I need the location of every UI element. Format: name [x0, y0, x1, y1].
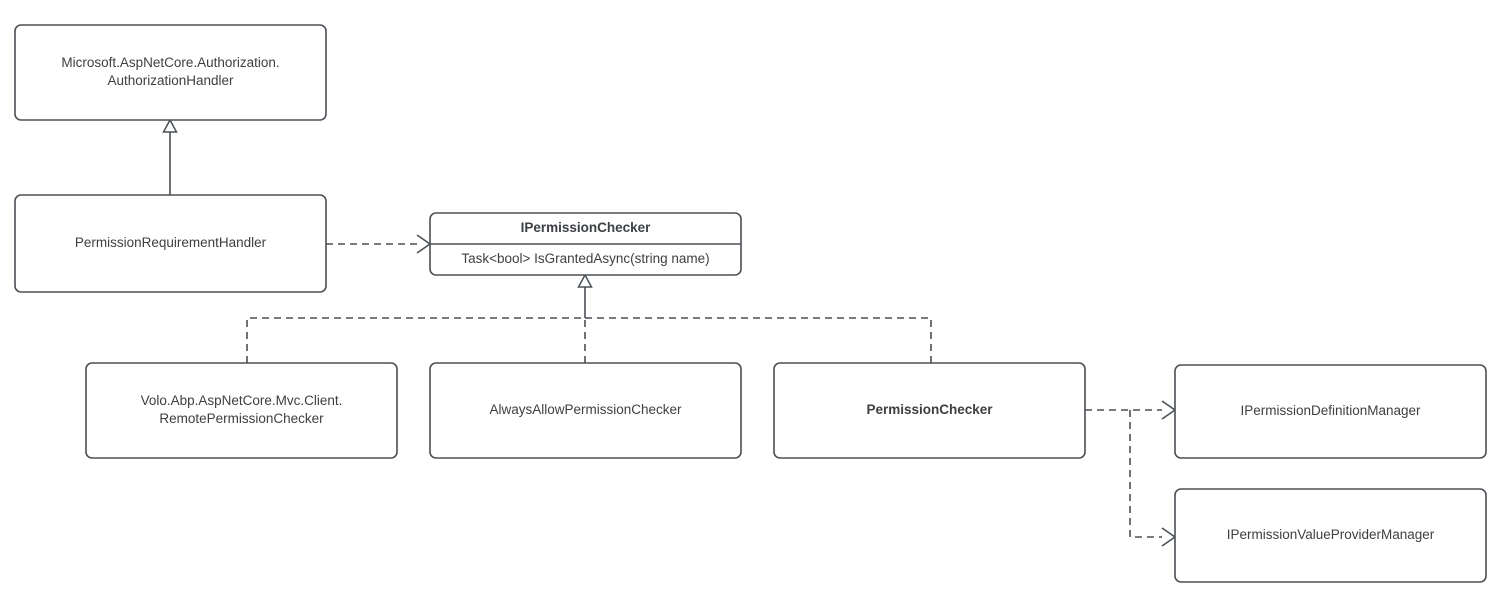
dependency-permission-checker-to-ipermission-definition-manager-arrowhead-open-icon — [1161, 400, 1177, 420]
ipermission-definition-manager-box[interactable] — [1174, 364, 1487, 459]
dependency-permission-checker-to-ipermission-value-provider-manager-line — [1129, 410, 1162, 538]
microsoft-authorization-handler-title-line-1: Microsoft.AspNetCore.Authorization. — [61, 55, 279, 70]
dependency-permission-requirement-handler-to-ipermission-checker — [326, 234, 432, 254]
ipermission-checker-interface-member-1: Task<bool> IsGrantedAsync(string name) — [461, 251, 709, 266]
ipermission-value-provider-manager-box[interactable] — [1174, 488, 1487, 583]
realization-stem-to-ipermission-checker-arrowhead-hollow-triangle-icon — [577, 273, 593, 288]
remote-permission-checker-box[interactable] — [85, 362, 398, 459]
node-ipermission-value-provider-manager[interactable]: IPermissionValueProviderManager — [1174, 488, 1487, 583]
ipermission-definition-manager-title-line-1: IPermissionDefinitionManager — [1240, 403, 1421, 418]
ipermission-checker-interface-title-line-1: IPermissionChecker — [521, 220, 652, 235]
microsoft-authorization-handler-box[interactable] — [14, 24, 327, 121]
realization-stem-to-ipermission-checker — [577, 273, 593, 318]
always-allow-permission-checker-title-line-1: AlwaysAllowPermissionChecker — [489, 402, 682, 417]
permission-requirement-handler-title-line-1: PermissionRequirementHandler — [75, 235, 267, 250]
permission-checker-box[interactable] — [773, 362, 1086, 459]
remote-permission-checker-title-line-2: RemotePermissionChecker — [159, 411, 324, 426]
nodes-layer: Microsoft.AspNetCore.Authorization. Autho… — [14, 24, 1487, 583]
microsoft-authorization-handler-title-line-2: AuthorizationHandler — [107, 73, 234, 88]
permission-requirement-handler-box[interactable] — [14, 194, 327, 293]
dependency-permission-checker-to-ipermission-value-provider-manager — [1129, 410, 1177, 547]
node-microsoft-authorization-handler[interactable]: Microsoft.AspNetCore.Authorization. Autho… — [14, 24, 327, 121]
node-permission-requirement-handler[interactable]: PermissionRequirementHandler — [14, 194, 327, 293]
generalization-permission-requirement-handler-to-authorization-handler-arrowhead-hollow-triangle-icon — [162, 118, 178, 133]
realization-permission-checker-to-ipermission-checker-line — [585, 317, 932, 363]
realization-permission-checker-to-ipermission-checker — [585, 317, 932, 363]
realization-remote-permission-checker-to-ipermission-checker-line — [246, 317, 585, 363]
ipermission-value-provider-manager-title-line-1: IPermissionValueProviderManager — [1227, 527, 1435, 542]
dependency-permission-requirement-handler-to-ipermission-checker-arrowhead-open-icon — [416, 234, 432, 254]
generalization-permission-requirement-handler-to-authorization-handler — [162, 118, 178, 195]
dependency-permission-checker-to-ipermission-value-provider-manager-arrowhead-open-icon — [1161, 527, 1177, 547]
node-ipermission-definition-manager[interactable]: IPermissionDefinitionManager — [1174, 364, 1487, 459]
node-always-allow-permission-checker[interactable]: AlwaysAllowPermissionChecker — [429, 362, 742, 459]
always-allow-permission-checker-box[interactable] — [429, 362, 742, 459]
permission-checker-title-line-1: PermissionChecker — [866, 402, 993, 417]
remote-permission-checker-title-line-1: Volo.Abp.AspNetCore.Mvc.Client. — [141, 393, 343, 408]
node-remote-permission-checker[interactable]: Volo.Abp.AspNetCore.Mvc.Client. RemotePer… — [85, 362, 398, 459]
edges-layer — [162, 118, 1177, 547]
realization-remote-permission-checker-to-ipermission-checker — [246, 317, 585, 363]
node-permission-checker[interactable]: PermissionChecker — [773, 362, 1086, 459]
